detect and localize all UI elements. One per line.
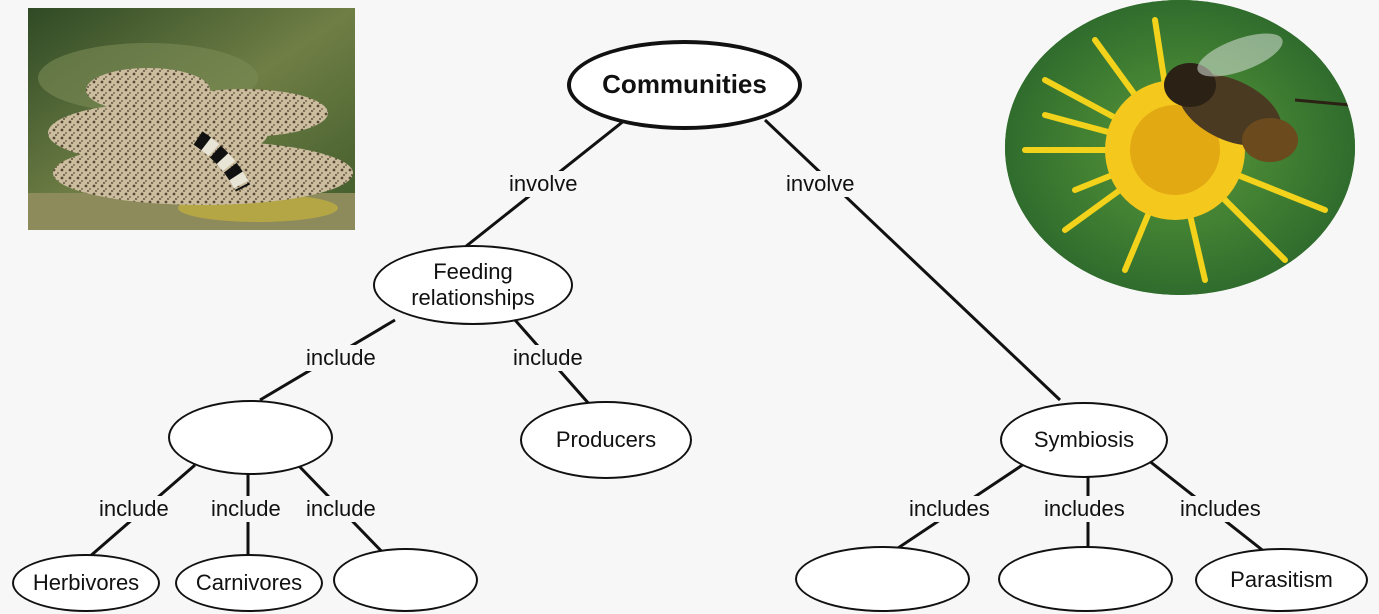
node-communities: Communities <box>567 40 802 130</box>
rattlesnake-photo <box>28 8 355 230</box>
link-label-include-carnivores: include <box>208 496 284 522</box>
node-carnivores-label: Carnivores <box>195 569 303 595</box>
node-feeding-relationships-label: Feeding relationships <box>411 259 535 312</box>
node-blank-consumers[interactable] <box>168 400 333 475</box>
node-blank-symbiosis-2[interactable] <box>998 546 1173 612</box>
node-producers-label: Producers <box>555 426 657 452</box>
node-blank-symbiosis-1[interactable] <box>795 546 970 612</box>
node-carnivores: Carnivores <box>175 554 323 612</box>
line-root-symbiosis <box>763 118 1062 402</box>
link-label-includes-1: includes <box>906 496 993 522</box>
link-label-includes-2: includes <box>1041 496 1128 522</box>
link-label-include-right: include <box>510 345 586 371</box>
node-feeding-relationships: Feeding relationships <box>373 245 573 325</box>
node-blank-third[interactable] <box>333 548 478 612</box>
node-parasitism: Parasitism <box>1195 548 1368 612</box>
snake-image <box>28 8 355 230</box>
node-herbivores-label: Herbivores <box>32 569 140 595</box>
link-label-involve-left: involve <box>506 171 581 197</box>
bee-on-flower-photo <box>1005 0 1355 295</box>
node-parasitism-label: Parasitism <box>1230 566 1333 592</box>
link-label-involve-right: involve <box>783 171 858 197</box>
node-communities-label: Communities <box>602 69 767 100</box>
link-label-include-herbivores: include <box>96 496 172 522</box>
feeding-line-2: relationships <box>411 285 535 310</box>
link-label-includes-3: includes <box>1177 496 1264 522</box>
node-symbiosis-label: Symbiosis <box>1033 426 1135 452</box>
feeding-line-1: Feeding <box>433 258 513 284</box>
node-herbivores: Herbivores <box>12 554 160 612</box>
link-label-include-left: include <box>303 345 379 371</box>
node-producers: Producers <box>520 401 692 479</box>
link-label-include-third: include <box>303 496 379 522</box>
node-symbiosis: Symbiosis <box>1000 402 1168 478</box>
bee-image <box>1005 0 1355 295</box>
